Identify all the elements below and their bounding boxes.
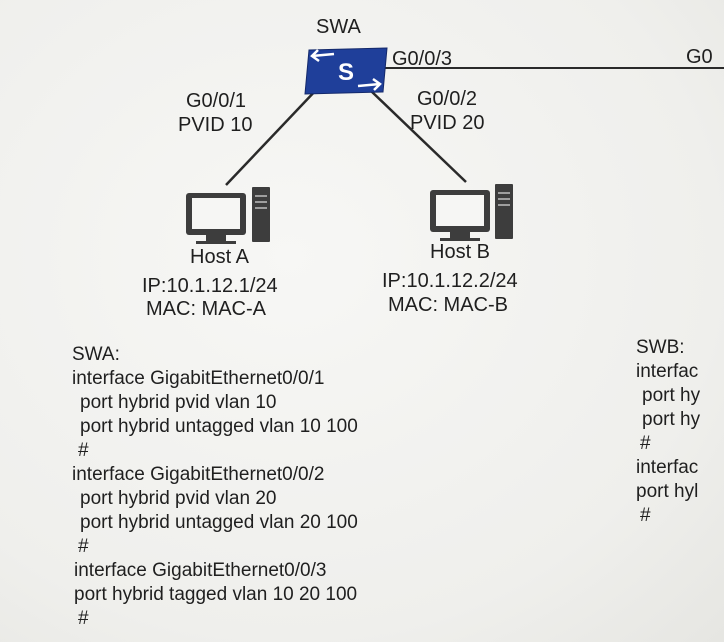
config-line: # [78, 440, 89, 461]
link-swa-hosta [225, 87, 319, 186]
host-b-ip: IP:10.1.12.2/24 [382, 270, 518, 292]
config-line: # [78, 608, 89, 629]
host-b-mac: MAC: MAC-B [388, 294, 508, 316]
config-line: port hybrid untagged vlan 20 100 [80, 512, 358, 533]
host-a-name: Host A [190, 246, 249, 268]
computer-icon [186, 187, 270, 244]
switch-icon-letter: S [338, 59, 354, 86]
config-line: interfac [636, 361, 699, 382]
pvid-label-10: PVID 10 [178, 114, 253, 136]
port-label-g002: G0/0/2 [417, 88, 478, 110]
config-line: interface GigabitEthernet0/0/1 [72, 368, 325, 389]
config-line: port hy [642, 385, 701, 406]
pvid-label-20: PVID 20 [410, 112, 485, 134]
swa-config: SWA: interface GigabitEthernet0/0/1 port… [72, 343, 358, 631]
config-line: # [640, 505, 651, 526]
port-label-g0-swb: G0 [686, 46, 713, 68]
config-line: port hybrid pvid vlan 20 [80, 488, 277, 509]
swb-config-title: SWB: [636, 337, 685, 358]
config-line: port hybrid tagged vlan 10 20 100 [74, 584, 358, 605]
config-line: interfac [636, 457, 699, 478]
switch-icon: S [304, 47, 388, 95]
config-line: port hybrid untagged vlan 10 100 [80, 416, 358, 437]
port-label-g001: G0/0/1 [186, 90, 247, 112]
config-line: interface GigabitEthernet0/0/3 [74, 560, 327, 581]
swa-config-title: SWA: [72, 344, 120, 365]
host-a-mac: MAC: MAC-A [146, 298, 266, 320]
config-line: port hyl [636, 481, 699, 502]
config-line: port hybrid pvid vlan 10 [80, 392, 277, 413]
config-line: interface GigabitEthernet0/0/2 [72, 464, 325, 485]
link-swa-hostb [369, 89, 467, 183]
config-line: port hy [642, 409, 701, 430]
port-label-g003: G0/0/3 [392, 48, 453, 70]
config-line: # [78, 536, 89, 557]
host-a-ip: IP:10.1.12.1/24 [142, 275, 278, 297]
computer-icon [430, 184, 513, 241]
switch-name-label: SWA [316, 16, 361, 38]
config-line: # [640, 433, 651, 454]
swb-config: SWB: interfac port hy port hy # interfac… [636, 336, 700, 528]
host-b-name: Host B [430, 241, 491, 263]
